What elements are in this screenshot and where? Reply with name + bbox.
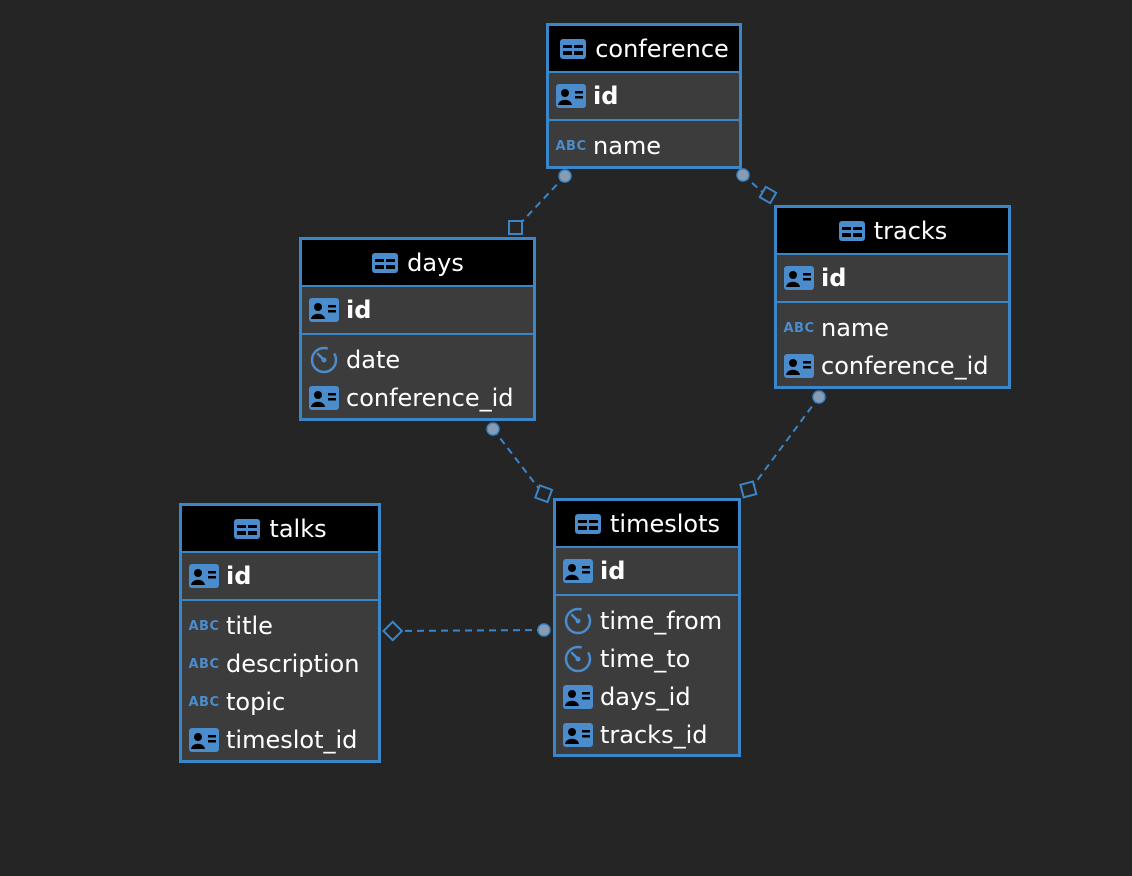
abc-icon: ABC — [188, 656, 220, 672]
column-row[interactable]: ABC name — [549, 127, 739, 165]
column-row[interactable]: date — [302, 341, 533, 379]
id-card-icon — [308, 297, 340, 323]
primary-key-row[interactable]: id — [556, 548, 738, 596]
relationship-conference-days — [515, 175, 566, 229]
connector-diamond — [382, 620, 404, 642]
entity-header[interactable]: timeslots — [556, 501, 738, 548]
column-name: time_from — [600, 607, 723, 635]
column-name: conference_id — [346, 384, 514, 412]
connector-dot — [736, 168, 750, 182]
entity-timeslots[interactable]: timeslots id time_from time_to days_id — [553, 498, 741, 757]
column-name: days_id — [600, 683, 691, 711]
entity-days[interactable]: days id date conference_id — [299, 237, 536, 421]
connector-diamond — [739, 480, 758, 499]
entity-tracks[interactable]: tracks id ABC name conference_id — [774, 205, 1011, 389]
connector-diamond — [758, 185, 778, 205]
primary-key-row[interactable]: id — [182, 553, 378, 601]
entity-title: tracks — [873, 216, 948, 245]
connector-dot — [537, 623, 551, 637]
column-row[interactable]: conference_id — [777, 347, 1008, 385]
id-card-icon — [188, 727, 220, 753]
abc-icon: ABC — [783, 320, 815, 336]
column-row[interactable]: ABC topic — [182, 683, 378, 721]
column-row[interactable]: ABC name — [777, 309, 1008, 347]
column-name: id — [593, 82, 619, 110]
entity-title: timeslots — [610, 509, 720, 538]
primary-key-row[interactable]: id — [549, 73, 739, 121]
id-card-icon — [783, 353, 815, 379]
entity-title: talks — [269, 514, 327, 543]
relationship-conference-tracks — [742, 174, 769, 198]
entity-header[interactable]: conference — [549, 26, 739, 73]
id-card-icon — [308, 385, 340, 411]
connector-diamond — [534, 484, 554, 504]
connector-dot — [558, 169, 572, 183]
column-name: topic — [226, 688, 286, 716]
id-card-icon — [783, 265, 815, 291]
id-card-icon — [562, 558, 594, 584]
column-name: id — [600, 557, 626, 585]
column-name: name — [821, 314, 890, 342]
column-name: id — [346, 296, 372, 324]
column-name: conference_id — [821, 352, 989, 380]
connector-dot — [486, 422, 500, 436]
entity-talks[interactable]: talks id ABC title ABC description ABC t… — [179, 503, 381, 763]
entity-conference[interactable]: conference id ABC name — [546, 23, 742, 169]
id-card-icon — [188, 563, 220, 589]
entity-title: conference — [595, 34, 729, 63]
table-icon — [838, 220, 866, 242]
column-name: id — [226, 562, 252, 590]
entity-header[interactable]: tracks — [777, 208, 1008, 255]
column-row[interactable]: time_to — [556, 640, 738, 678]
abc-icon: ABC — [188, 694, 220, 710]
column-row[interactable]: conference_id — [302, 379, 533, 417]
clock-icon — [562, 644, 594, 674]
clock-icon — [308, 345, 340, 375]
column-name: date — [346, 346, 401, 374]
table-icon — [574, 513, 602, 535]
relationship-tracks-timeslots — [749, 396, 820, 491]
id-card-icon — [562, 722, 594, 748]
column-row[interactable]: ABC description — [182, 645, 378, 683]
clock-icon — [562, 606, 594, 636]
column-row[interactable]: time_from — [556, 602, 738, 640]
column-row[interactable]: timeslot_id — [182, 721, 378, 759]
column-name: id — [821, 264, 847, 292]
connector-dot — [812, 390, 826, 404]
column-name: title — [226, 612, 273, 640]
relationship-timeslots-talks — [391, 629, 545, 632]
entity-header[interactable]: talks — [182, 506, 378, 553]
table-icon — [233, 518, 261, 540]
table-icon — [559, 38, 587, 60]
id-card-icon — [562, 684, 594, 710]
column-row[interactable]: ABC title — [182, 607, 378, 645]
column-name: tracks_id — [600, 721, 708, 749]
abc-icon: ABC — [555, 138, 587, 154]
column-name: timeslot_id — [226, 726, 358, 754]
abc-icon: ABC — [188, 618, 220, 634]
column-row[interactable]: tracks_id — [556, 716, 738, 754]
column-name: name — [593, 132, 662, 160]
entity-title: days — [407, 248, 464, 277]
relationship-days-timeslots — [492, 428, 544, 495]
primary-key-row[interactable]: id — [302, 287, 533, 335]
primary-key-row[interactable]: id — [777, 255, 1008, 303]
column-row[interactable]: days_id — [556, 678, 738, 716]
table-icon — [371, 252, 399, 274]
id-card-icon — [555, 83, 587, 109]
connector-square — [508, 220, 523, 235]
entity-header[interactable]: days — [302, 240, 533, 287]
column-name: description — [226, 650, 360, 678]
column-name: time_to — [600, 645, 691, 673]
